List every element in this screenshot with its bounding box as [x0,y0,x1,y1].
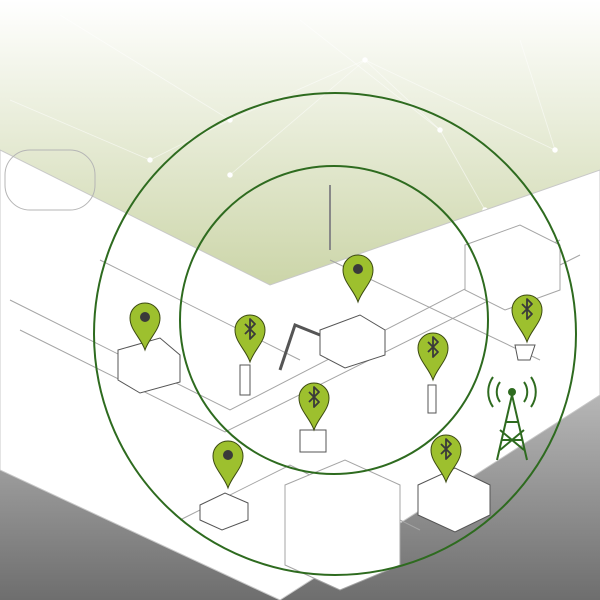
breaker-bluetooth-pin[interactable] [234,314,266,364]
bluetooth-icon [244,318,256,340]
hydraulic-breaker [239,364,251,396]
excavator-location-pin[interactable] [342,254,374,304]
building-right [464,224,561,311]
bluetooth-icon [440,438,452,460]
outer-range-ring [93,92,577,576]
truck-location-pin[interactable] [129,302,161,352]
dot-icon [140,312,150,322]
shipping-container [417,467,491,533]
inner-range-ring [179,165,489,475]
cell-tower-icon [487,376,537,461]
pin-marker [212,440,244,490]
pin-marker [342,254,374,304]
network-mesh [9,14,558,213]
van-location-pin[interactable] [212,440,244,490]
bluetooth-icon [521,298,533,320]
excavator [319,314,386,369]
dot-icon [223,450,233,460]
jackhammer-bluetooth-pin[interactable] [417,332,449,382]
compactor-bluetooth-pin[interactable] [298,382,330,432]
van [199,492,249,531]
plate-compactor [299,429,327,453]
building-bottom [284,459,401,591]
trees [4,149,96,211]
bluetooth-icon [308,386,320,408]
dot-icon [353,264,363,274]
excavator-arm [278,323,321,371]
container-bluetooth-pin[interactable] [430,434,462,484]
line-art [4,149,581,591]
dump-truck [117,337,181,394]
excavator-bucket [514,344,536,361]
bluetooth-icon [427,336,439,358]
jackhammer [427,384,437,414]
bucket-bluetooth-pin[interactable] [511,294,543,344]
pin-marker [129,302,161,352]
